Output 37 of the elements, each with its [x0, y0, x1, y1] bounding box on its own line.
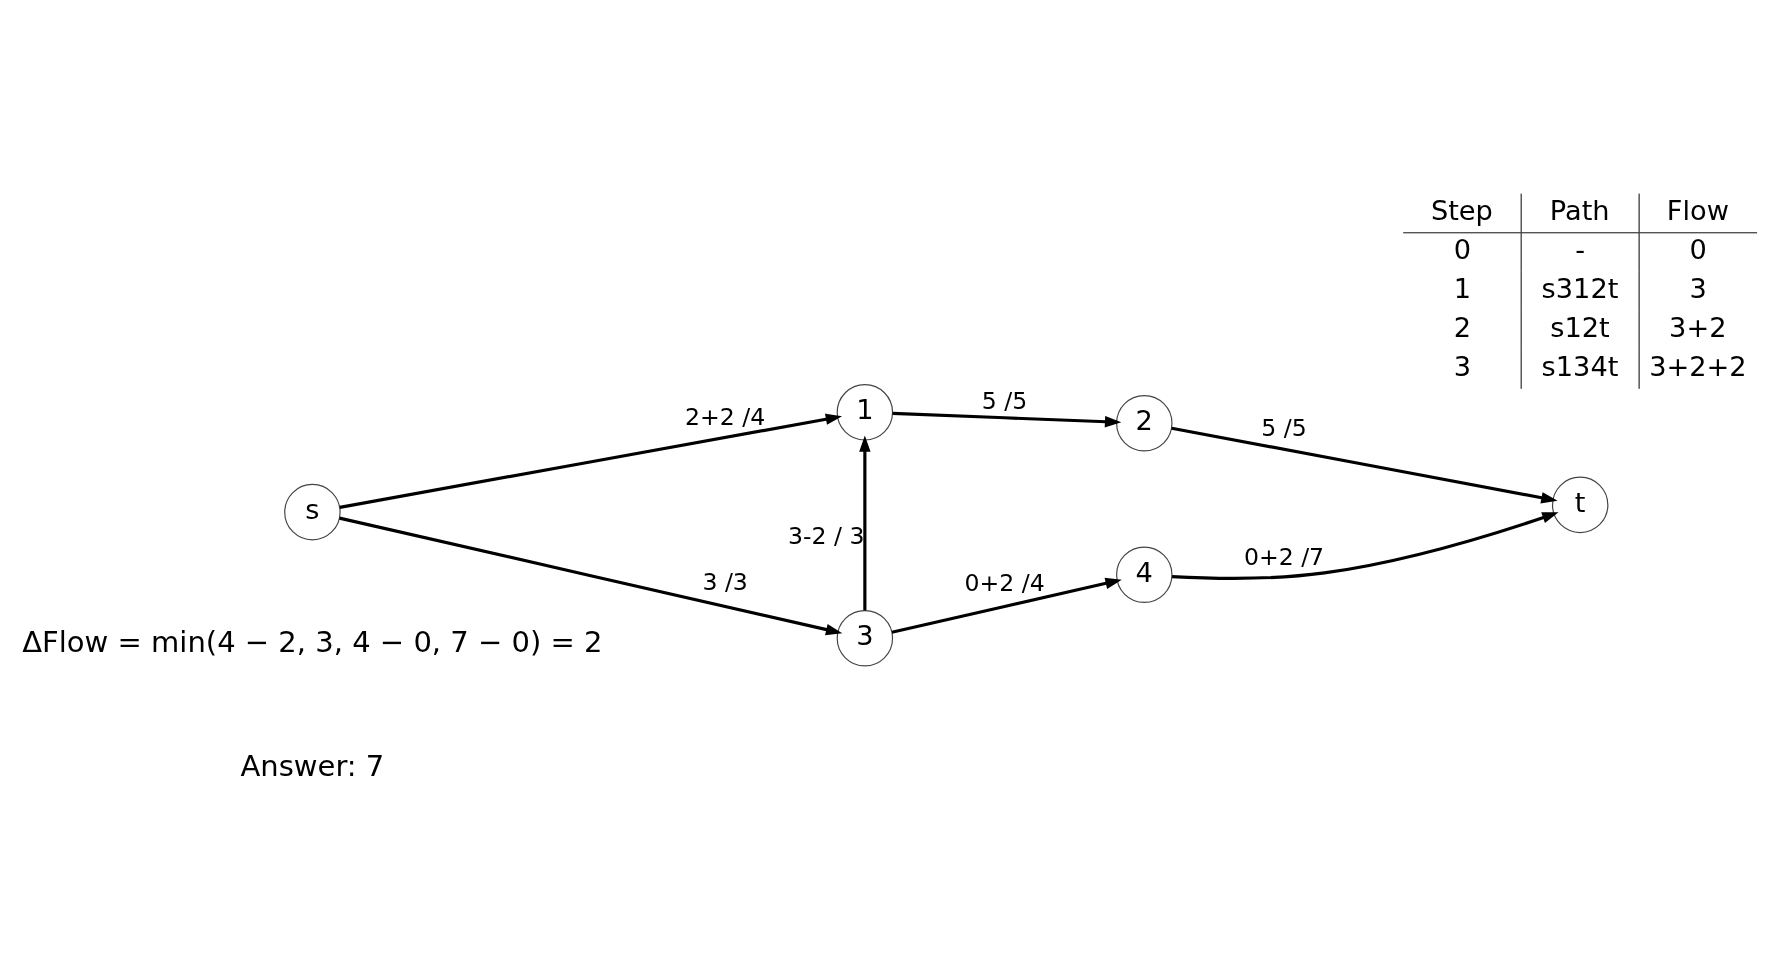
label: s312t	[1541, 273, 1619, 305]
label: 3+2+2	[1649, 351, 1747, 383]
node-circle: t	[1551, 476, 1609, 534]
edge-label: 2+2 /4	[685, 402, 766, 431]
arrow	[1171, 512, 1559, 580]
edge-label: 0+2 /4	[964, 568, 1045, 597]
label: 2	[1453, 312, 1471, 344]
node-circle: s	[284, 483, 341, 541]
edge-label: 3 /3	[702, 567, 748, 596]
arrow	[859, 435, 871, 611]
label: 1	[1453, 273, 1471, 305]
label: Path	[1549, 195, 1610, 227]
label: ΔFlow = min(4 − 2, 3, 4 − 0, 7 − 0) = 2	[22, 624, 603, 659]
edge-label: 5 /5	[981, 387, 1028, 416]
label: 3	[1689, 273, 1707, 305]
label: Flow	[1666, 195, 1729, 227]
label: 0	[1453, 234, 1471, 266]
node-circle: 4	[1116, 546, 1173, 603]
label: 0	[1689, 234, 1707, 266]
arrow	[339, 413, 843, 509]
label: -	[1575, 234, 1586, 266]
label: Step	[1430, 195, 1493, 227]
node-circle: 3	[836, 609, 894, 667]
arrow	[1171, 426, 1558, 504]
edge-label: 5 /5	[1261, 413, 1307, 442]
label: 3	[1453, 351, 1471, 383]
label: s12t	[1550, 312, 1610, 344]
label: Answer: 7	[240, 749, 385, 784]
label: s134t	[1541, 351, 1619, 383]
node-circle: 1	[836, 384, 894, 441]
arrow	[892, 411, 1122, 428]
label: 3+2	[1669, 312, 1727, 344]
edge-label: 3-2 / 3	[788, 522, 865, 551]
node-circle: 2	[1116, 394, 1173, 452]
arrow	[891, 577, 1122, 634]
arrow	[339, 516, 843, 636]
edge-label: 0+2 /7	[1243, 543, 1325, 572]
